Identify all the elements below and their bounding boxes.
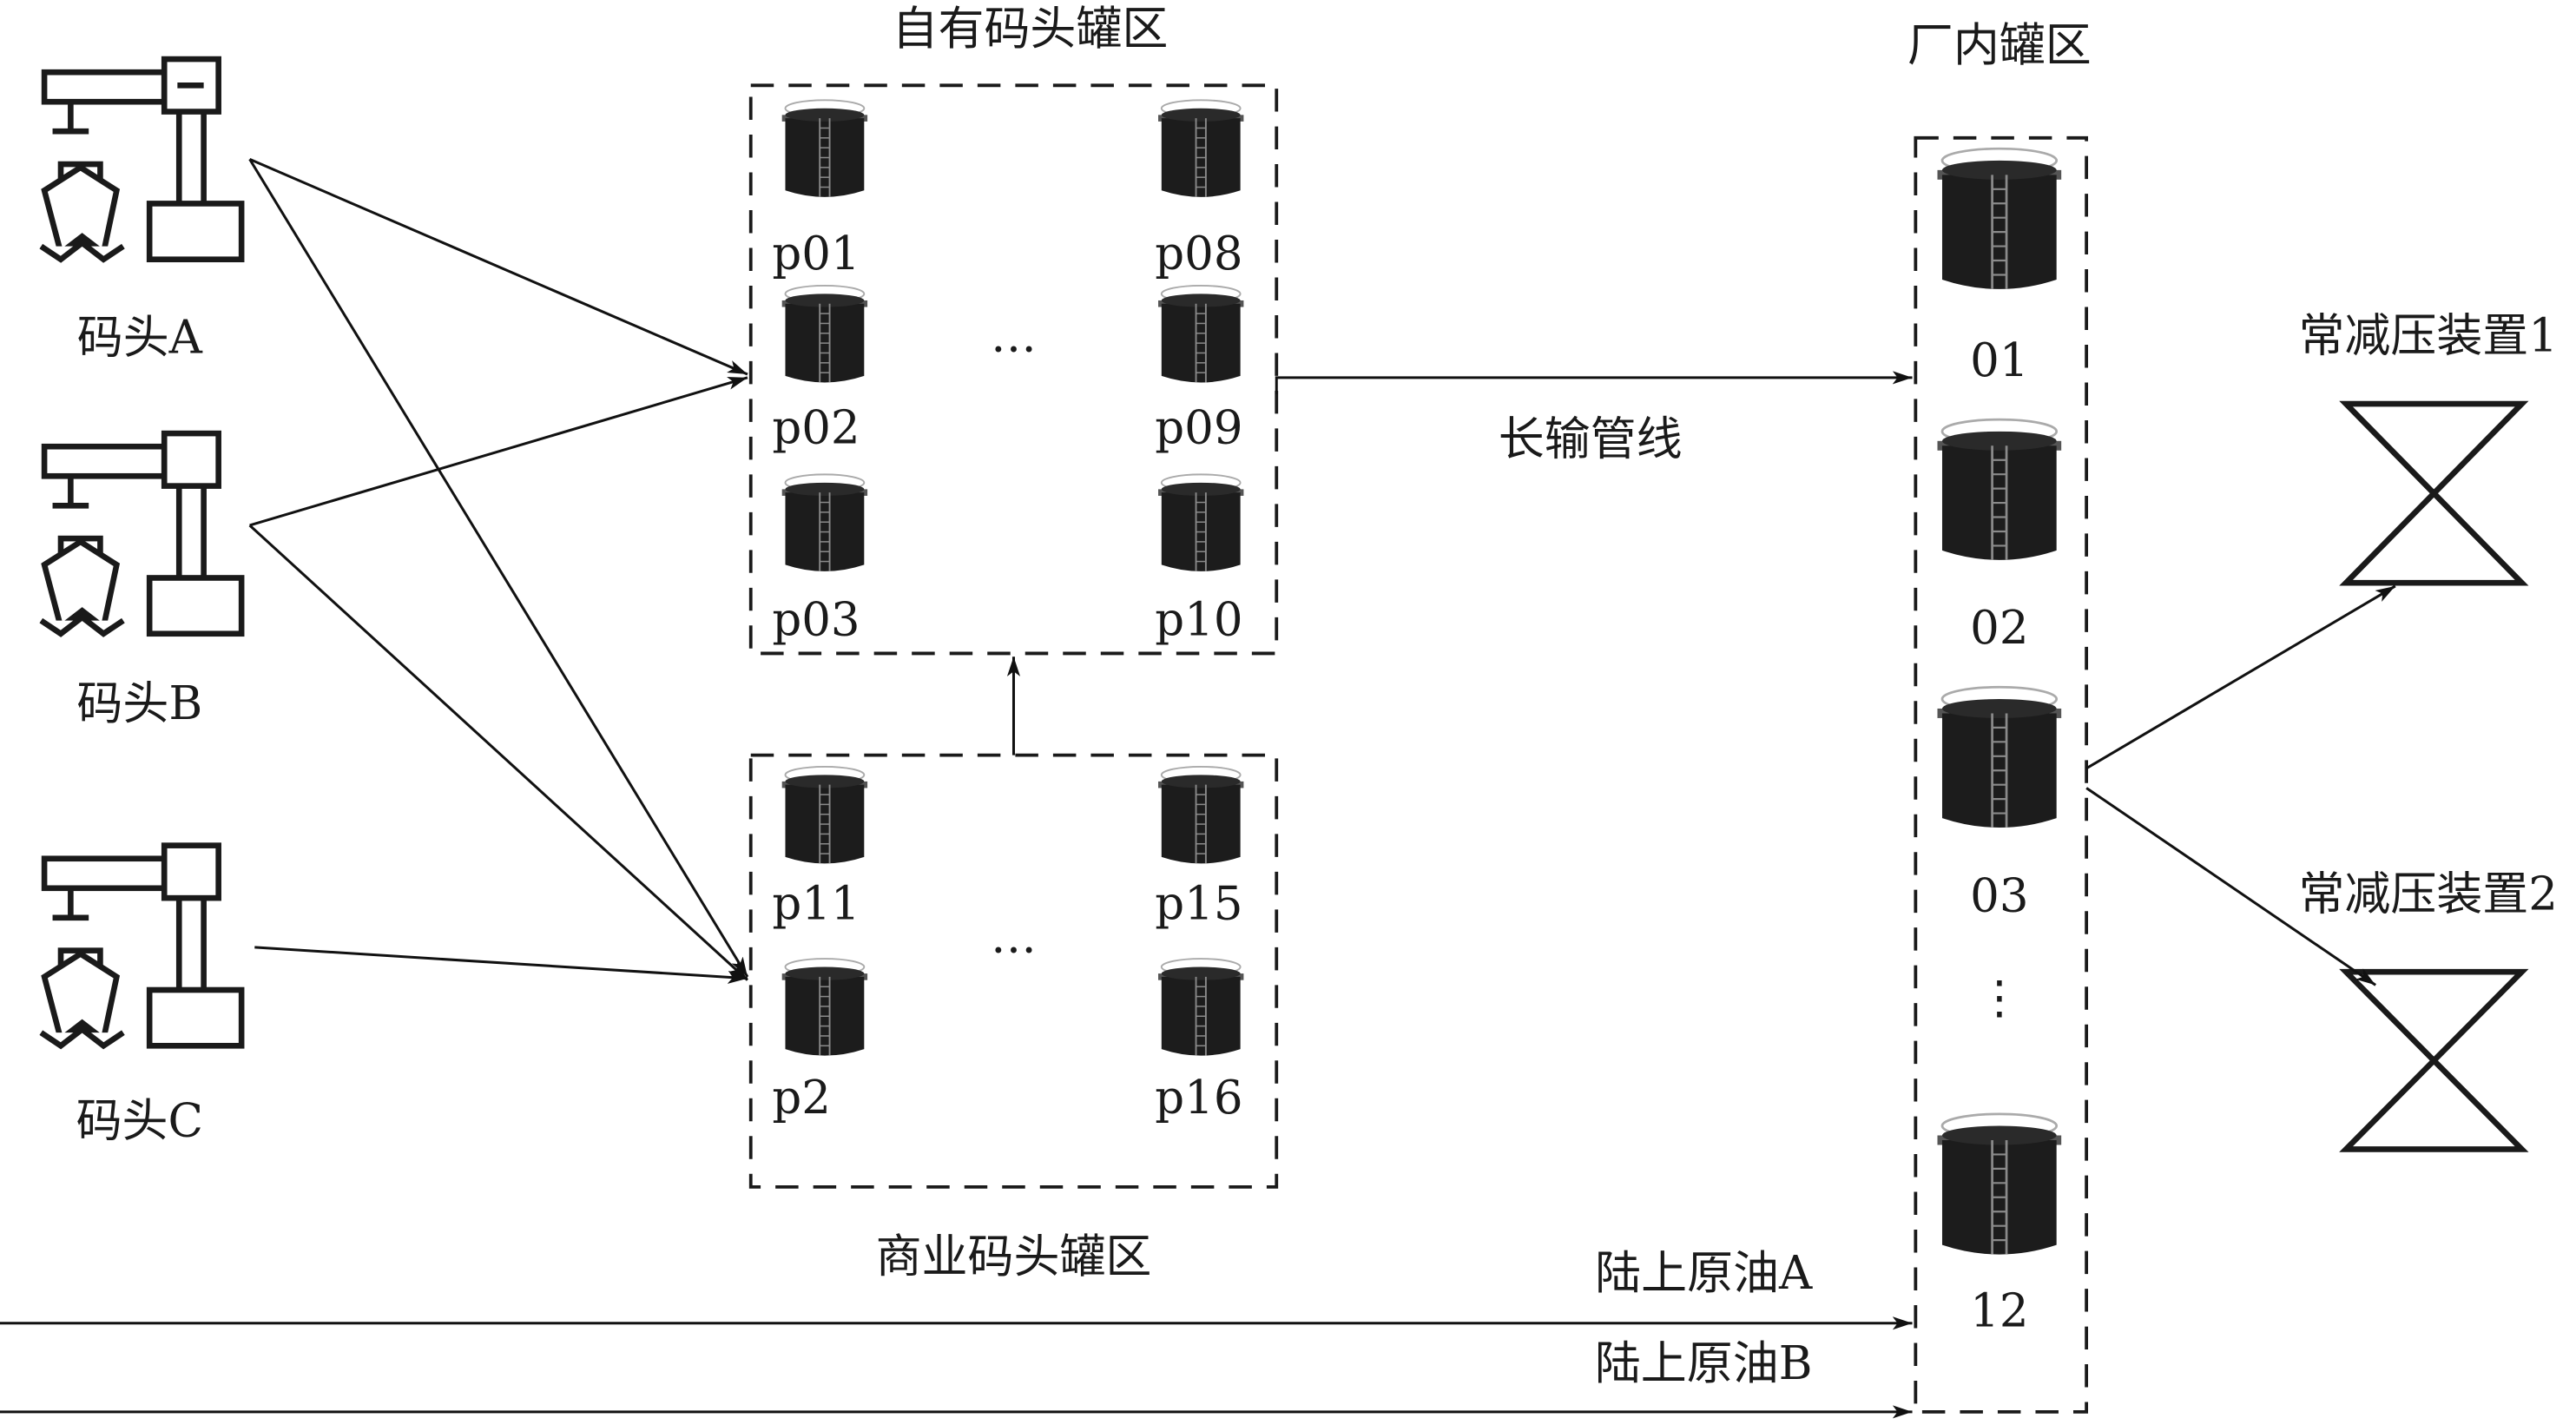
- ellipsis: …: [991, 310, 1037, 363]
- ellipsis: …: [991, 911, 1037, 964]
- unit-label: 常减压装置1: [2298, 310, 2558, 363]
- land-crude-label: 陆上原油A: [1595, 1247, 1813, 1300]
- pipeline-label: 长输管线: [1499, 413, 1683, 466]
- commercial-wharf-tank-zone: p11 p2 p15 p16 … 商业码头罐区: [748, 753, 1279, 1283]
- wharf-c: 码头C: [41, 846, 241, 1147]
- crane-ship-icon: [41, 59, 241, 260]
- distillation-unit-1: 常减压装置1: [2298, 310, 2558, 586]
- tank-label: 01: [1970, 334, 2028, 387]
- flow-a-to-commercial: [248, 158, 749, 978]
- tank-label: p16: [1155, 1072, 1242, 1125]
- tank-label: p02: [772, 401, 860, 454]
- flow-b-to-own: [249, 376, 748, 527]
- tank-icon: [1157, 473, 1245, 572]
- zone-boundary: [1914, 135, 2089, 1414]
- plant-tank-zone: 厂内罐区 01 02 03 ⋮ 12: [1907, 19, 2092, 1414]
- tank-icon: [1936, 147, 2063, 291]
- flow-arrows: 长输管线 陆上原油A 陆上原油B: [0, 157, 2396, 1419]
- tank-label: p08: [1155, 228, 1242, 280]
- tank-icon: [1157, 958, 1245, 1057]
- tank-label: 03: [1970, 869, 2028, 922]
- crane-ship-icon: [41, 433, 241, 634]
- unit-label: 常减压装置2: [2298, 868, 2558, 920]
- flow-plant-to-unit-2: [2085, 787, 2377, 986]
- tank-label: p11: [772, 878, 860, 931]
- tank-icon: [781, 473, 869, 572]
- tank-icon: [1157, 99, 1245, 198]
- tank-label: p2: [772, 1072, 831, 1125]
- flow-a-to-own: [249, 157, 748, 376]
- tank-icon: [1936, 685, 2063, 829]
- wharf-b: 码头B: [41, 433, 241, 730]
- tank-icon: [781, 99, 869, 198]
- wharf-label: 码头B: [76, 677, 202, 730]
- tank-icon: [781, 285, 869, 384]
- tank-icon: [1936, 1112, 2063, 1256]
- zone-boundary: [748, 83, 1279, 656]
- wharf-label: 码头C: [76, 1094, 203, 1147]
- zone-boundary: [748, 753, 1279, 1189]
- flow-c-to-commercial: [254, 946, 748, 984]
- ellipsis: ⋮: [1976, 971, 2022, 1024]
- tank-label: 02: [1970, 602, 2028, 655]
- tank-label: p03: [772, 594, 860, 647]
- tank-label: 12: [1970, 1285, 2028, 1338]
- land-crude-label: 陆上原油B: [1595, 1337, 1813, 1390]
- flow-pipeline: [1275, 371, 1913, 394]
- zone-title: 商业码头罐区: [876, 1230, 1152, 1283]
- wharf-a: 码头A: [41, 59, 241, 364]
- zone-title: 厂内罐区: [1907, 19, 2092, 72]
- tank-label: p10: [1155, 594, 1242, 647]
- tank-label: p09: [1155, 401, 1242, 454]
- flow-b-to-commercial: [248, 524, 748, 981]
- tank-icon: [1936, 418, 2063, 562]
- tank-label: p01: [772, 228, 860, 280]
- distillation-unit-2: 常减压装置2: [2298, 868, 2558, 1152]
- wharf-label: 码头A: [77, 311, 203, 364]
- zone-title: 自有码头罐区: [893, 3, 1169, 56]
- tank-icon: [1157, 285, 1245, 384]
- tank-icon: [781, 765, 869, 865]
- crane-ship-icon: [41, 846, 241, 1046]
- hourglass-unit-icon: [2339, 400, 2529, 586]
- tank-icon: [781, 958, 869, 1057]
- tank-label: p15: [1155, 878, 1242, 931]
- flow-plant-to-unit-1: [2085, 584, 2396, 770]
- tank-icon: [1157, 765, 1245, 865]
- own-wharf-tank-zone: 自有码头罐区 p01 p02 p03 p08 p09 p10 …: [748, 3, 1279, 656]
- hourglass-unit-icon: [2339, 968, 2529, 1152]
